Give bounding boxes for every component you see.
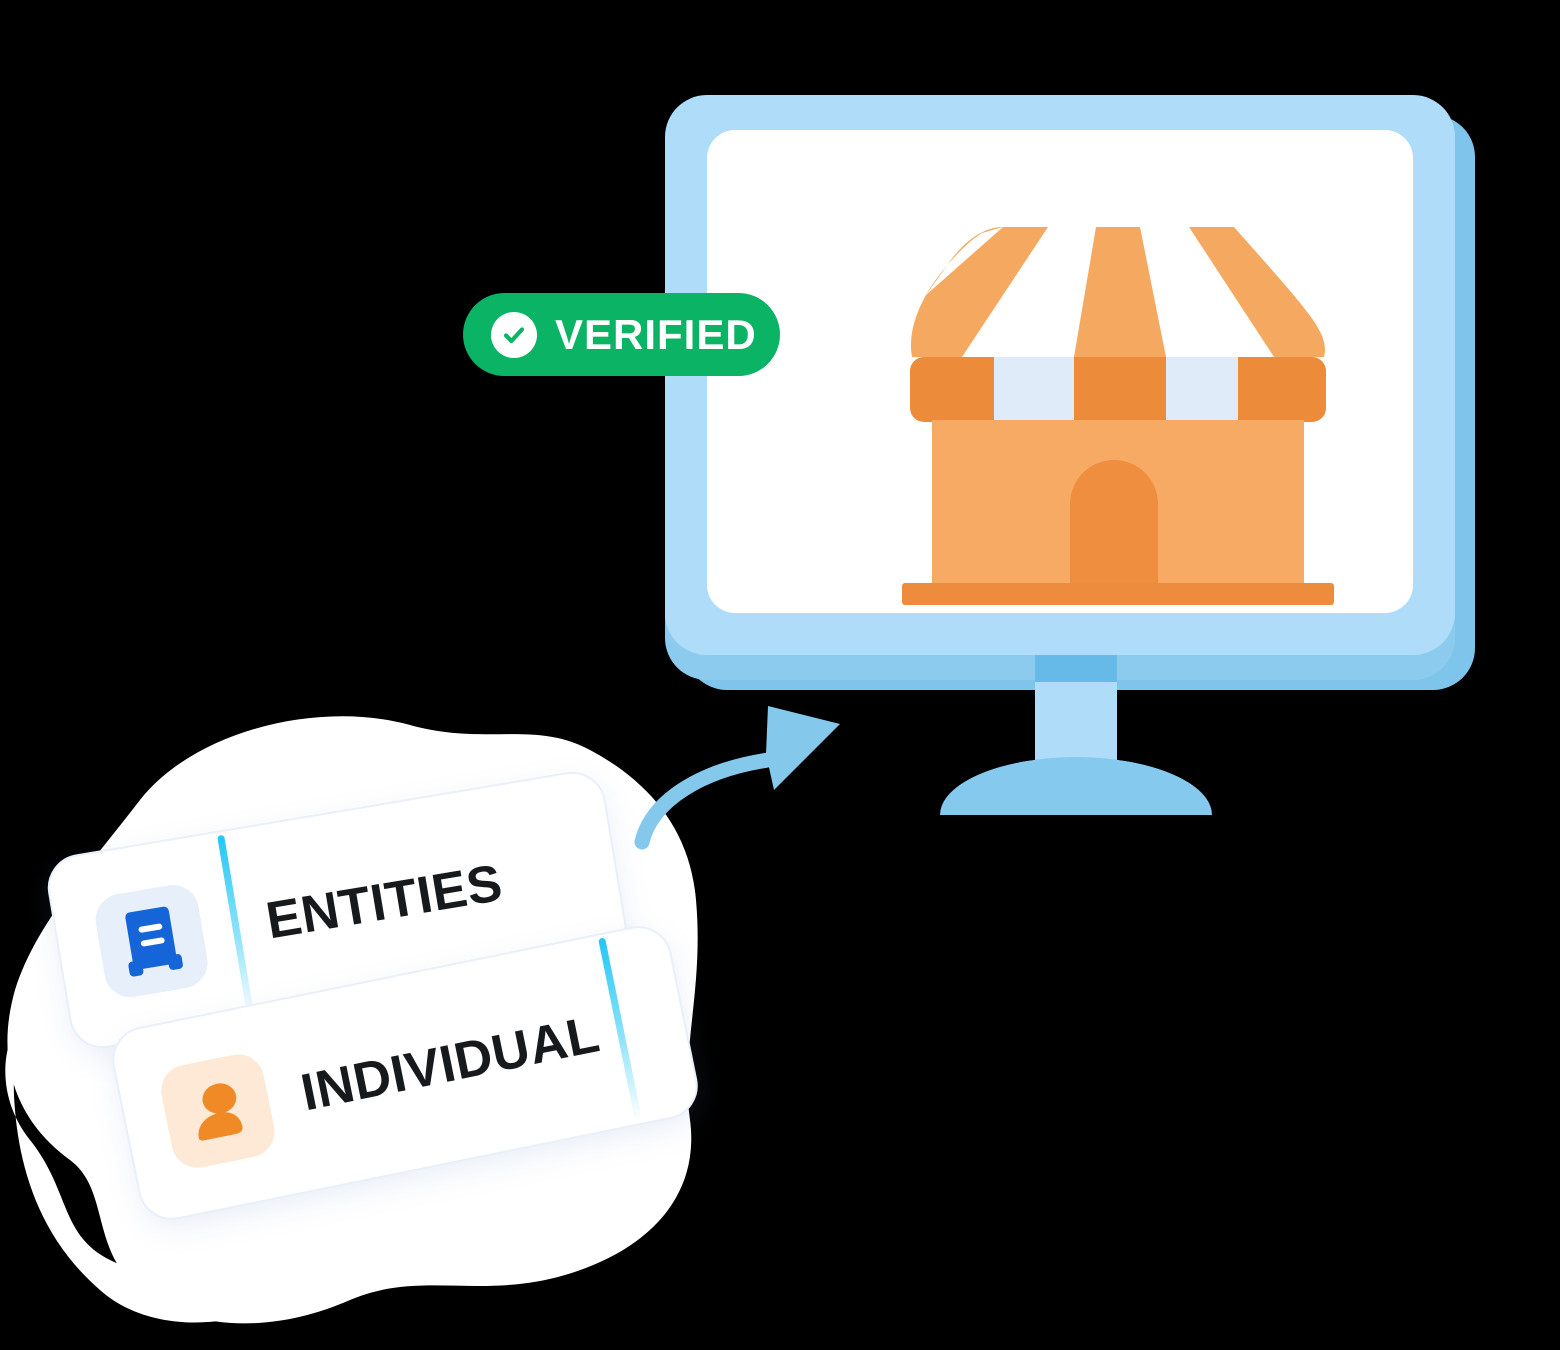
person-icon [156, 1049, 280, 1173]
storefront-icon [902, 215, 1334, 615]
card-label-entities: ENTITIES [262, 853, 507, 951]
verified-badge-label: VERIFIED [555, 310, 757, 358]
document-building-icon [91, 881, 212, 1001]
monitor [655, 85, 1485, 845]
storefront-door [1070, 460, 1158, 590]
monitor-stand-base [940, 757, 1212, 815]
card-label-individual: INDIVIDUAL [296, 1005, 605, 1123]
check-circle-icon [491, 311, 537, 358]
card-individual[interactable]: INDIVIDUAL [106, 920, 704, 1226]
monitor-stand-neck-top [1035, 655, 1117, 682]
card-accent-bar-individual [597, 937, 642, 1122]
storefront-awning [910, 227, 1326, 422]
card-entities[interactable]: ENTITIES [42, 766, 633, 1054]
card-accent-bar-entities [217, 834, 255, 1020]
storefront-base [902, 583, 1334, 605]
curved-arrow-icon [634, 706, 840, 850]
monitor-screen [707, 130, 1413, 613]
verified-badge[interactable]: VERIFIED [463, 293, 780, 376]
